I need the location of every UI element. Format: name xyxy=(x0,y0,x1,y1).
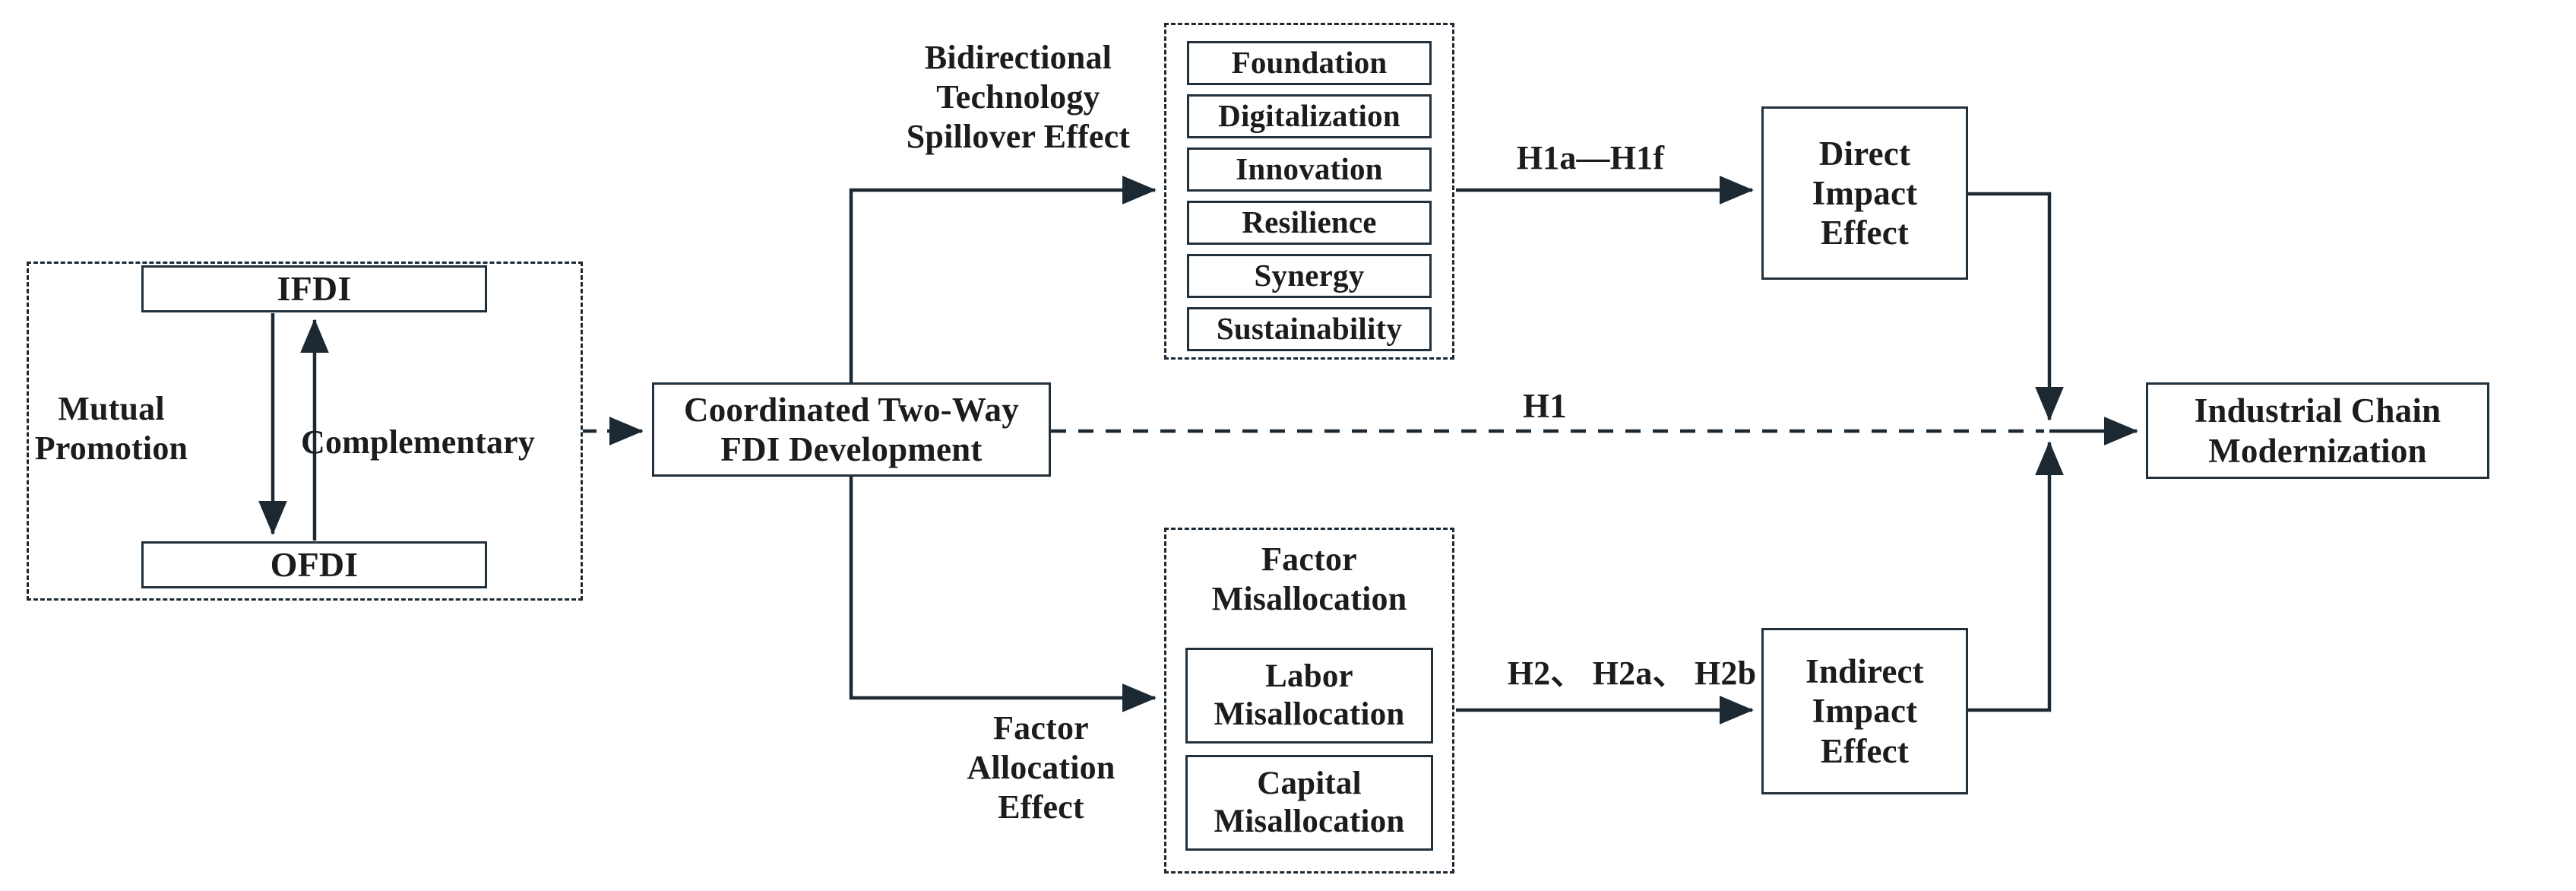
label-factor-misallocation: Factor Misallocation xyxy=(1211,541,1407,617)
node-direct-impact-effect[interactable]: Direct Impact Effect xyxy=(1761,106,1968,280)
wire-coordinated-to-tech xyxy=(849,176,1157,382)
wire-direct-to-junction xyxy=(1968,192,2064,421)
node-capital-misallocation[interactable]: Capital Misallocation xyxy=(1185,755,1433,851)
factor-misallocation-group xyxy=(1164,528,1454,874)
label-hypothesis-h1: H1 xyxy=(1523,387,1567,425)
label-bidirectional-technology-spillover-effect: Bidirectional Technology Spillover Effec… xyxy=(906,39,1131,155)
technology-dimensions-group xyxy=(1164,23,1454,360)
node-foundation[interactable]: Foundation xyxy=(1187,41,1432,85)
node-coordinated-two-way-fdi-development[interactable]: Coordinated Two-Way FDI Development xyxy=(652,382,1051,477)
node-digitalization[interactable]: Digitalization xyxy=(1187,94,1432,138)
wire-indirect-to-junction xyxy=(1968,441,2064,712)
node-indirect-impact-effect[interactable]: Indirect Impact Effect xyxy=(1761,628,1968,794)
node-labor-misallocation[interactable]: Labor Misallocation xyxy=(1185,648,1433,744)
label-hypothesis-h2-h2a-h2b: H2、 H2a、 H2b xyxy=(1507,655,1757,692)
node-resilience[interactable]: Resilience xyxy=(1187,201,1432,245)
node-ifdi[interactable]: IFDI xyxy=(141,265,487,312)
two-way-fdi-group xyxy=(27,262,583,601)
node-ofdi[interactable]: OFDI xyxy=(141,541,487,588)
label-mutual-promotion: Mutual Promotion xyxy=(34,390,188,467)
node-sustainability[interactable]: Sustainability xyxy=(1187,307,1432,351)
node-innovation[interactable]: Innovation xyxy=(1187,147,1432,192)
node-synergy[interactable]: Synergy xyxy=(1187,254,1432,298)
label-factor-allocation-effect: Factor Allocation Effect xyxy=(967,709,1116,826)
node-industrial-chain-modernization[interactable]: Industrial Chain Modernization xyxy=(2146,382,2489,479)
wire-coordinated-to-factor xyxy=(849,477,1157,712)
label-hypothesis-h1a-h1f: H1a—H1f xyxy=(1516,139,1665,176)
label-complementary: Complementary xyxy=(301,423,536,461)
